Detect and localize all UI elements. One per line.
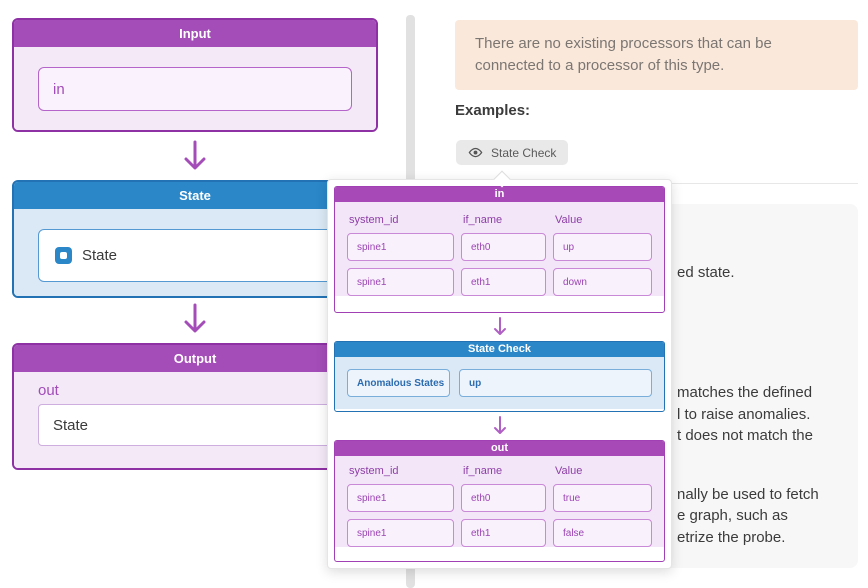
popup-state-check-box: State Check Anomalous States up <box>334 341 665 412</box>
state-check-title: State Check <box>335 342 664 357</box>
doc-text-fragment: etrize the probe. <box>677 529 786 546</box>
table-row: spine1 eth0 up <box>347 233 652 261</box>
table-cell: spine1 <box>347 519 454 547</box>
doc-text-fragment: matches the defined <box>677 384 813 401</box>
input-port-field[interactable]: in <box>38 67 352 111</box>
output-stage-field[interactable]: State <box>38 404 352 446</box>
column-header: Value <box>555 214 583 226</box>
table-cell: eth1 <box>461 268 546 296</box>
column-header: system_id <box>349 214 399 226</box>
doc-text-fragment: nally be used to fetch <box>677 486 819 503</box>
down-arrow-icon <box>184 140 206 170</box>
doc-text-fragment: e graph, such as <box>677 507 788 524</box>
column-header: if_name <box>463 214 503 226</box>
checkbox-selected-icon <box>55 247 72 264</box>
in-table-body: system_id if_name Value spine1 eth0 up s… <box>335 202 664 296</box>
down-arrow-icon <box>184 303 206 333</box>
table-cell: false <box>553 519 652 547</box>
table-cell: down <box>553 268 652 296</box>
table-cell: spine1 <box>347 233 454 261</box>
in-table-column-headers: system_id if_name Value <box>347 214 652 226</box>
output-box-title: Output <box>14 345 376 372</box>
out-table-body: system_id if_name Value spine1 eth0 true… <box>335 456 664 547</box>
output-port-label: out <box>38 382 59 399</box>
example-state-check-button[interactable]: State Check <box>456 140 569 165</box>
out-table-column-headers: system_id if_name Value <box>347 465 652 477</box>
out-table-title: out <box>335 441 664 456</box>
in-table-title: in <box>335 187 664 202</box>
input-processor-box: Input in <box>12 18 378 132</box>
table-cell: true <box>553 484 652 512</box>
anomalous-states-field: Anomalous States <box>347 369 450 397</box>
state-stage-item[interactable]: State <box>38 229 352 282</box>
table-cell: spine1 <box>347 268 454 296</box>
doc-text-fragment: ed state. <box>677 264 735 281</box>
state-box-body: State <box>14 209 376 296</box>
input-box-title: Input <box>14 20 376 47</box>
table-row: spine1 eth1 false <box>347 519 652 547</box>
column-header: Value <box>555 465 583 477</box>
doc-text-fragment: t does not match the <box>677 427 813 444</box>
table-cell: spine1 <box>347 484 454 512</box>
eye-icon <box>468 147 483 158</box>
down-arrow-icon <box>493 416 506 434</box>
state-processor-box: State State <box>12 180 378 298</box>
table-cell: up <box>553 233 652 261</box>
column-header: system_id <box>349 465 399 477</box>
table-cell: eth1 <box>461 519 546 547</box>
table-cell: eth0 <box>461 484 546 512</box>
table-row: spine1 eth1 down <box>347 268 652 296</box>
output-box-body: out State <box>14 372 376 468</box>
popup-caret <box>493 170 511 188</box>
output-processor-box: Output out State <box>12 343 378 470</box>
state-stage-label: State <box>82 247 118 264</box>
doc-text-fragment: l to raise anomalies. <box>677 406 811 423</box>
table-cell: eth0 <box>461 233 546 261</box>
state-box-title: State <box>14 182 376 209</box>
no-processors-notice: There are no existing processors that ca… <box>455 20 858 90</box>
example-popup: in system_id if_name Value spine1 eth0 u… <box>327 170 672 569</box>
table-row: spine1 eth0 true <box>347 484 652 512</box>
state-check-body: Anomalous States up <box>335 357 664 409</box>
popup-in-table: in system_id if_name Value spine1 eth0 u… <box>334 186 665 313</box>
popup-out-table: out system_id if_name Value spine1 eth0 … <box>334 440 665 562</box>
down-arrow-icon <box>493 317 506 335</box>
column-header: if_name <box>463 465 503 477</box>
example-button-label: State Check <box>491 145 557 160</box>
state-value-field: up <box>459 369 652 397</box>
input-box-body: in <box>14 47 376 130</box>
examples-heading: Examples: <box>455 102 531 119</box>
